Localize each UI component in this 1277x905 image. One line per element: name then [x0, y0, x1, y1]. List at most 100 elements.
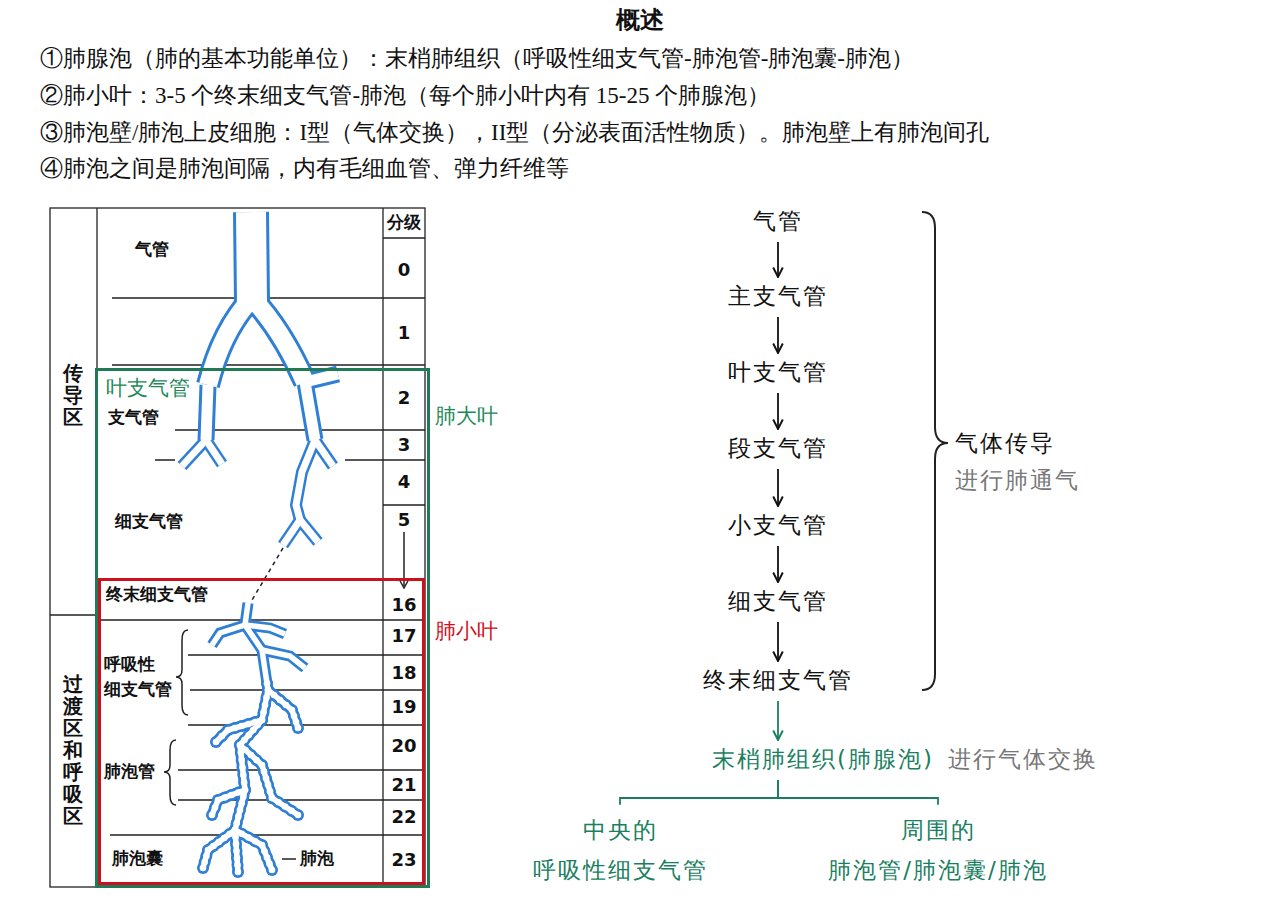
node-text: 主支气管: [728, 282, 828, 312]
airway-name: 叶支气管: [106, 375, 190, 401]
node-text: 细支气管: [728, 587, 828, 617]
connector: [778, 780, 938, 805]
airway-level-node: 段支气管: [724, 432, 832, 466]
acinus-lumen: [200, 603, 305, 875]
acinus-lumen: [212, 625, 245, 645]
alveolus-lumen: [267, 788, 274, 795]
alveolus-lumen: [232, 725, 239, 732]
alveolus-lumen: [263, 775, 270, 782]
acinus-node: 末梢肺组织(肺腺泡)进行气体交换: [708, 743, 1102, 777]
alveolus-lumen: [288, 807, 295, 814]
connector: [777, 701, 779, 740]
alveolus-lumen: [213, 739, 220, 746]
level-lines: [100, 298, 383, 835]
alveolus-lumen: [226, 831, 233, 838]
acinus-lumen: [212, 790, 245, 815]
airway-name: 呼吸性: [104, 654, 155, 675]
connector: [777, 317, 779, 353]
alveolus-lumen: [242, 787, 249, 794]
alveolus-lumen: [259, 762, 266, 769]
grade-number: 1: [398, 322, 411, 345]
leader-line: [282, 858, 296, 860]
main-bronchus-lumen: [208, 298, 305, 385]
alveolus-lumen: [234, 855, 241, 862]
node-text: 小支气管: [728, 511, 828, 541]
node-text: 叶支气管: [728, 358, 828, 388]
bronchiole-tube: [182, 440, 333, 545]
alveolus-lumen: [225, 727, 232, 734]
alveolus-lumen: [266, 860, 273, 867]
zone-label: 过渡区和呼吸区: [63, 673, 83, 827]
table-grid: [50, 208, 425, 887]
alveolus-lumen: [289, 707, 296, 714]
brackets: [164, 212, 948, 859]
alveolus-lumen: [253, 757, 260, 764]
acinus-lumen: [235, 830, 272, 870]
connector: [777, 546, 779, 582]
node-text: 肺泡管/肺泡囊/肺泡: [828, 850, 1048, 890]
alveolus-lumen: [259, 842, 266, 849]
bracket-label: 气体传导: [955, 429, 1055, 458]
alveolus-lumen: [212, 804, 219, 811]
airway-name: 肺泡囊: [112, 848, 163, 869]
acinus-lumen: [235, 603, 268, 872]
bronchus-tube: [206, 374, 338, 440]
grade-number: 0: [398, 259, 411, 282]
airway-name: 终末细支气管: [106, 584, 208, 605]
grade-number: 3: [398, 434, 411, 457]
node-text: 中央的: [583, 810, 658, 850]
alveolus-lumen: [240, 772, 247, 779]
alveolus-lumen: [210, 843, 217, 850]
alveolus-lumen: [235, 813, 242, 820]
airway-name: 支气管: [108, 407, 159, 428]
airway-name: 肺泡: [300, 848, 334, 869]
alveolus-lumen: [201, 859, 208, 866]
node-text: 终末细支气管: [703, 666, 853, 696]
right-brace: [922, 212, 948, 690]
alveolus-lumen: [237, 807, 244, 814]
alveolus-lumen: [241, 779, 248, 786]
alveolus-lumen: [264, 680, 271, 687]
dashed-continuation: [252, 548, 283, 600]
bronchus-lumen: [206, 374, 338, 440]
grade-number: 18: [391, 662, 416, 685]
alveolus-lumen: [232, 834, 239, 841]
alveolus-lumen: [261, 848, 268, 855]
alveolus-lumen: [221, 794, 228, 801]
alveolus-lumen: [291, 713, 298, 720]
grade-number: 5: [398, 509, 411, 532]
node-text: 段支气管: [728, 434, 828, 464]
connector: [620, 780, 778, 805]
alveolus-lumen: [264, 854, 271, 861]
summary-line: ③肺泡壁/肺泡上皮细胞：I型（气体交换），II型（分泌表面活性物质）。肺泡壁上有…: [40, 119, 989, 148]
alveolus-lumen: [238, 800, 245, 807]
alveolus-lumen: [275, 799, 282, 806]
page-title: 概述: [616, 5, 664, 35]
alveolus-lumen: [221, 835, 228, 842]
airway-level-node: 叶支气管: [724, 356, 832, 390]
airway-level-node: 细支气管: [724, 585, 832, 619]
alveolus-lumen: [200, 865, 207, 872]
alveolus-lumen: [269, 795, 276, 802]
alveolus-lumen: [265, 782, 272, 789]
alveolus-lumen: [238, 830, 245, 837]
alveolus-lumen: [238, 723, 245, 730]
left-brace: [164, 740, 176, 805]
alveolus-lumen: [237, 742, 244, 749]
alveolus-lumen: [245, 721, 252, 728]
lobule-region-box: 肺小叶: [98, 578, 425, 885]
summary-line: ④肺泡之间是肺泡间隔，内有毛细血管、弹力纤维等: [40, 155, 569, 184]
alveolus-lumen: [282, 803, 289, 810]
airway-name: 气管: [135, 239, 169, 260]
node-text: 周围的: [901, 810, 976, 850]
alveolus-lumen: [232, 827, 239, 834]
alveolus-lumen: [205, 847, 212, 854]
lobe-region-box: 肺小叶肺大叶: [95, 368, 430, 888]
alveolus-lumen: [263, 694, 270, 701]
alveolus-lumen: [203, 853, 210, 860]
alveolus-lumen: [216, 839, 223, 846]
alveolus-lumen: [295, 812, 302, 819]
alveolus-lumen: [233, 848, 240, 855]
bracket-note: 进行肺通气: [955, 466, 1080, 495]
grade-number: 20: [391, 735, 416, 758]
